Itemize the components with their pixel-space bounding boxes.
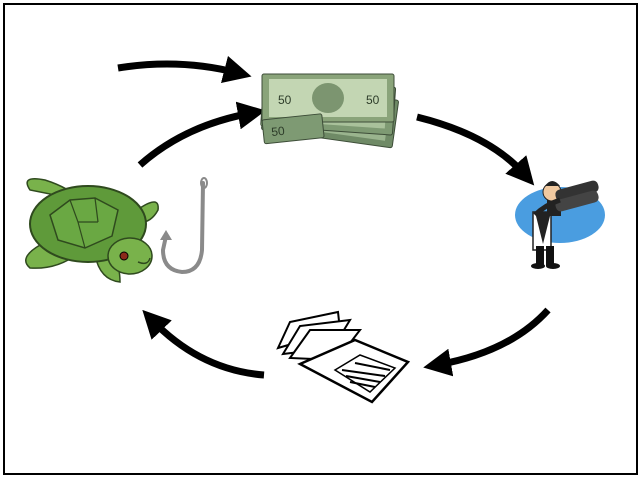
binoculars-person-icon bbox=[515, 180, 605, 269]
arrow-documents-to-turtle bbox=[142, 309, 265, 379]
folder-documents-icon bbox=[276, 310, 411, 404]
money-stack-icon: 50 50 50 bbox=[260, 73, 399, 149]
svg-text:50: 50 bbox=[278, 93, 292, 107]
svg-text:50: 50 bbox=[271, 124, 286, 139]
sea-turtle-icon bbox=[25, 178, 159, 283]
arrow-observer-to-documents bbox=[423, 307, 551, 377]
arrow-money-to-observer bbox=[416, 113, 535, 186]
fish-hook-icon bbox=[160, 177, 208, 275]
arrow-input-to-money bbox=[117, 55, 252, 84]
arrow-turtle-to-money bbox=[137, 101, 266, 168]
svg-text:50: 50 bbox=[366, 93, 380, 107]
